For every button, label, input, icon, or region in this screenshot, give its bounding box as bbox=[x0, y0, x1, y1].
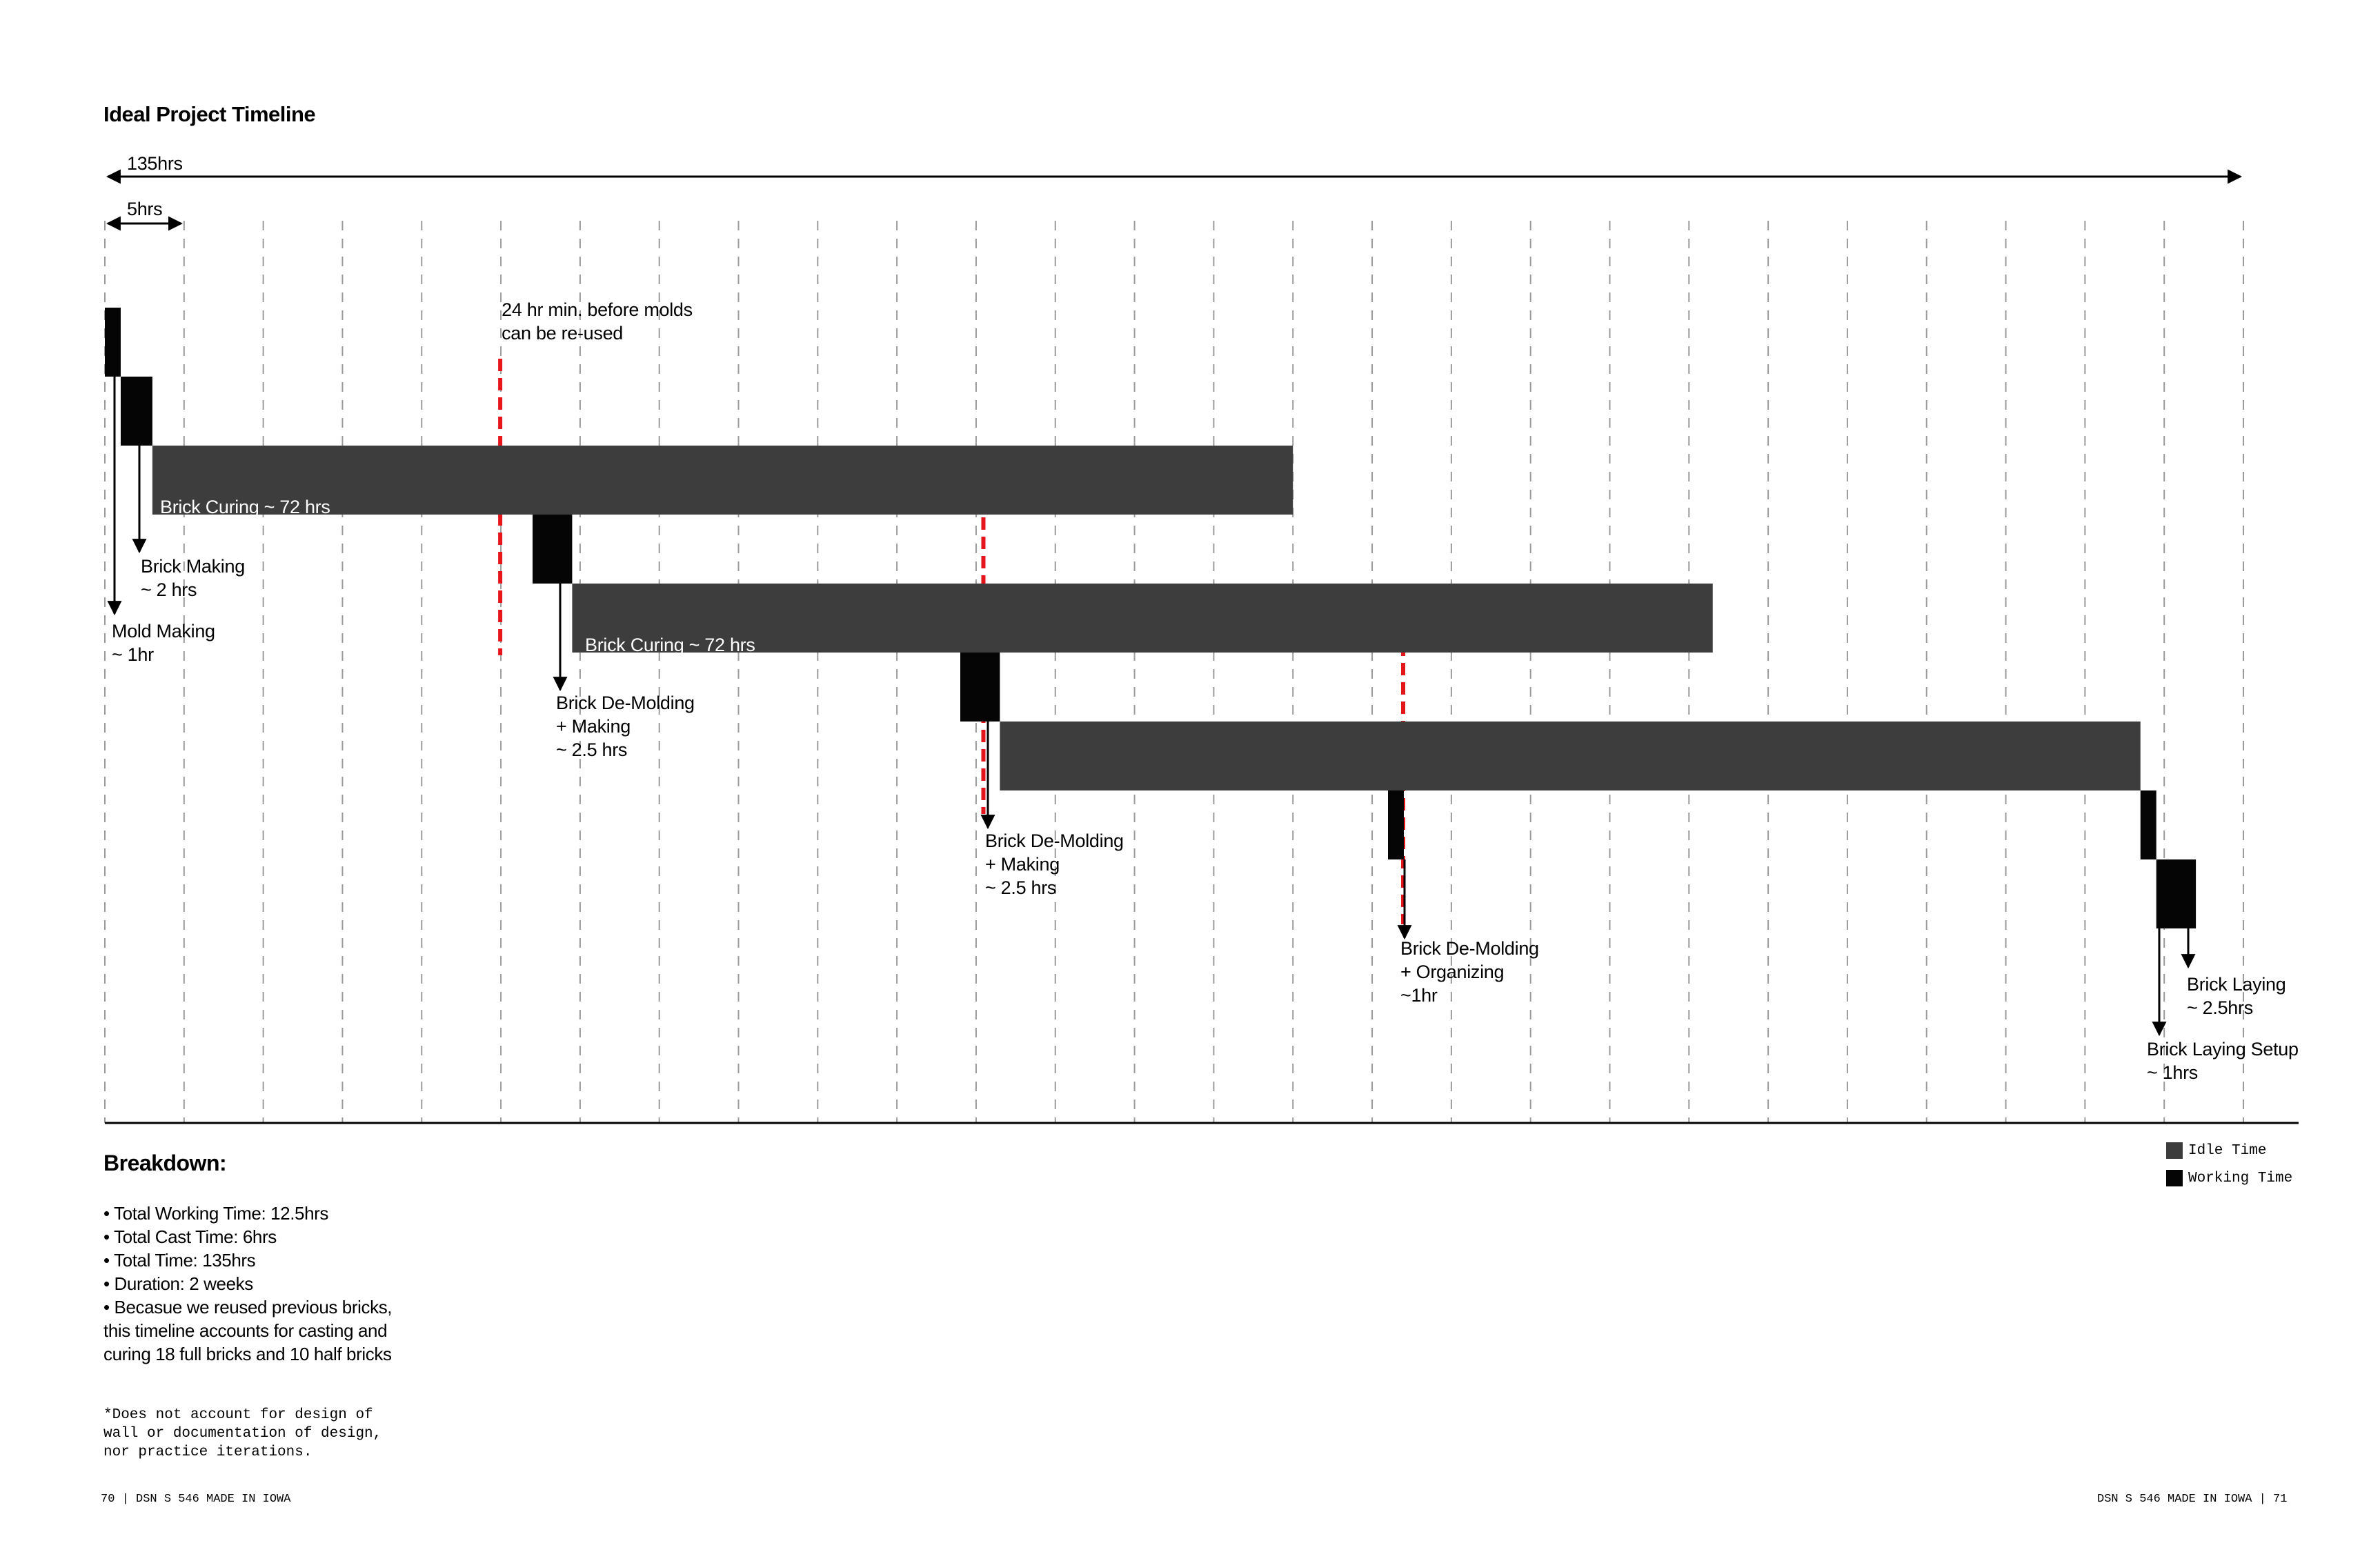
task-label-line: + Making bbox=[556, 716, 631, 737]
task-label: Brick Laying Setup ~ 1hrs bbox=[2147, 1037, 2299, 1084]
footnote: *Does not account for design of wall or … bbox=[103, 1406, 381, 1462]
working-bar bbox=[2156, 859, 2196, 928]
breakdown-item: • Total Working Time: 12.5hrs bbox=[103, 1203, 329, 1224]
working-bar bbox=[105, 308, 121, 377]
page-title: Ideal Project Timeline bbox=[103, 102, 316, 126]
idle-bar bbox=[1000, 722, 2141, 790]
working-bar bbox=[960, 653, 1000, 722]
unit-duration-label: 5hrs bbox=[127, 197, 163, 221]
task-label-line: ~ 2.5 hrs bbox=[985, 877, 1057, 898]
task-label-line: Brick Laying bbox=[2187, 974, 2286, 995]
task-label-line: Mold Making bbox=[112, 621, 215, 641]
legend-swatch-working bbox=[2166, 1170, 2183, 1186]
legend-label-idle: Idle Time bbox=[2188, 1142, 2267, 1159]
task-label-line: Brick Laying Setup bbox=[2147, 1039, 2299, 1059]
idle-bar bbox=[152, 446, 1293, 515]
footer-left: 70 | DSN S 546 MADE IN IOWA bbox=[101, 1493, 291, 1506]
task-label-line: Brick Curing ~ 72 hrs bbox=[585, 635, 755, 655]
reuse-annotation-line: 24 hr min. before molds bbox=[502, 299, 693, 320]
task-label-line: ~ 2.5 hrs bbox=[556, 739, 628, 760]
task-label-line: ~ 2.5hrs bbox=[2187, 997, 2253, 1018]
task-label: Brick Curing ~ 72 hrs bbox=[160, 495, 330, 519]
task-label: Brick Laying~ 2.5hrs bbox=[2187, 973, 2286, 1019]
working-bar bbox=[120, 377, 152, 446]
task-label-line: Brick Making bbox=[141, 556, 245, 577]
task-label-line: + Organizing bbox=[1400, 962, 1505, 982]
breakdown-item: this timeline accounts for casting and bbox=[103, 1320, 388, 1341]
task-label-line: ~1hr bbox=[1400, 985, 1438, 1006]
breakdown-item: curing 18 full bricks and 10 half bricks bbox=[103, 1344, 392, 1364]
task-label: Mold Making ~ 1hr bbox=[112, 619, 215, 666]
task-label-line: Brick De-Molding bbox=[1400, 938, 1539, 959]
breakdown-title: Breakdown: bbox=[103, 1151, 227, 1175]
task-label-line: Brick De-Molding bbox=[556, 693, 695, 713]
task-label: Brick De-Molding + Making ~ 2.5 hrs bbox=[985, 829, 1124, 899]
footnote-line: nor practice iterations. bbox=[103, 1444, 313, 1460]
reuse-annotation-line: can be re-used bbox=[502, 323, 624, 344]
task-label: Brick Curing ~ 72 hrs bbox=[585, 633, 755, 657]
legend-idle: Idle Time bbox=[2166, 1142, 2266, 1159]
task-label: Brick De-Molding + Organizing ~1hr bbox=[1400, 937, 1539, 1007]
breakdown-item: • Total Cast Time: 6hrs bbox=[103, 1226, 277, 1247]
breakdown-item: • Becasue we reused previous bricks, bbox=[103, 1297, 393, 1317]
task-label-line: ~ 2 hrs bbox=[141, 579, 197, 600]
total-duration-label: 135hrs bbox=[127, 152, 183, 175]
idle-bar bbox=[572, 584, 1713, 653]
task-label-line: Brick De-Molding bbox=[985, 830, 1124, 851]
task-label-line: + Making bbox=[985, 854, 1060, 875]
legend-working: Working Time bbox=[2166, 1170, 2292, 1186]
breakdown-list: • Total Working Time: 12.5hrs • Total Ca… bbox=[103, 1202, 393, 1366]
footer-right: DSN S 546 MADE IN IOWA | 71 bbox=[2097, 1493, 2288, 1506]
breakdown-item: • Total Time: 135hrs bbox=[103, 1250, 256, 1271]
footnote-line: *Does not account for design of bbox=[103, 1407, 373, 1423]
legend-label-working: Working Time bbox=[2188, 1170, 2293, 1186]
task-label-line: ~ 1hr bbox=[112, 644, 154, 665]
working-bar bbox=[1388, 790, 1404, 859]
task-label: Brick De-Molding + Making ~ 2.5 hrs bbox=[556, 691, 695, 762]
working-bar bbox=[533, 515, 573, 584]
breakdown-item: • Duration: 2 weeks bbox=[103, 1273, 253, 1294]
working-bar bbox=[2140, 790, 2156, 859]
task-label-line: ~ 1hrs bbox=[2147, 1062, 2198, 1083]
legend-swatch-idle bbox=[2166, 1142, 2183, 1159]
task-label: Brick Making ~ 2 hrs bbox=[141, 555, 245, 601]
total-duration-label-line: 135hrs bbox=[127, 153, 183, 174]
unit-duration-label-line: 5hrs bbox=[127, 199, 163, 219]
task-label-line: Brick Curing ~ 72 hrs bbox=[160, 497, 330, 517]
reuse-annotation: 24 hr min. before molds can be re-used bbox=[502, 298, 693, 345]
footnote-line: wall or documentation of design, bbox=[103, 1426, 382, 1442]
